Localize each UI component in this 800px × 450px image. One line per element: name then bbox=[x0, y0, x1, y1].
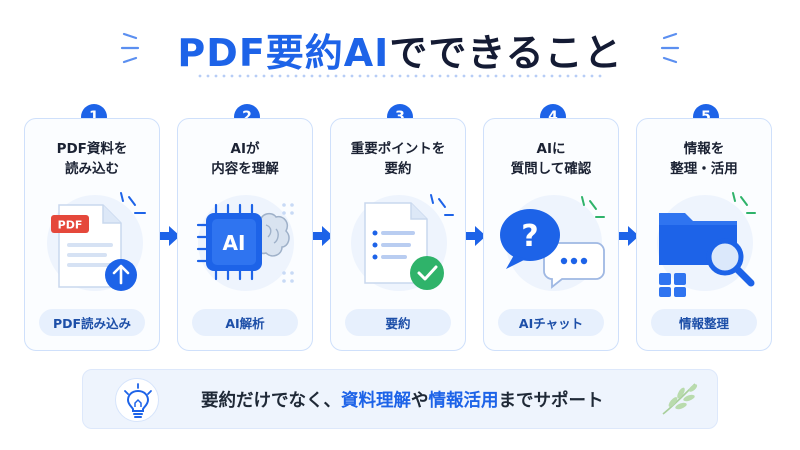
title-accent: PDF要約AI bbox=[177, 31, 390, 75]
step-4-title: AIに 質問して確認 bbox=[488, 139, 614, 179]
document-check-icon bbox=[351, 194, 454, 291]
arrow-right-icon bbox=[466, 226, 486, 246]
page-title: PDF要約AIでできること bbox=[0, 22, 800, 77]
step-5-title: 情報を 整理・活用 bbox=[641, 139, 767, 179]
step-4-title-line2: 質問して確認 bbox=[510, 161, 592, 177]
footer-highlight-1: 資料理解 bbox=[341, 390, 411, 411]
sparkle-left-icon bbox=[120, 32, 140, 64]
step-5-title-line2: 整理・活用 bbox=[670, 161, 738, 177]
title-area: PDF要約AIでできること bbox=[0, 14, 800, 77]
step-card-2: AIが 内容を理解 AI AI解析 bbox=[177, 118, 313, 351]
arrow-right-icon bbox=[160, 226, 180, 246]
pdf-upload-icon: PDF bbox=[47, 192, 146, 291]
step-1-title: PDF資料を 読み込む bbox=[29, 139, 155, 179]
step-5-label: 情報整理 bbox=[651, 309, 757, 336]
arrow-right-icon bbox=[313, 226, 333, 246]
question-chat-icon: ? bbox=[500, 195, 605, 291]
step-card-4: AIに 質問して確認 ? AIチャット bbox=[483, 118, 619, 351]
ai-chip-text: AI bbox=[223, 231, 246, 255]
step-3-label: 要約 bbox=[345, 309, 451, 336]
footer-text-a: 要約だけでなく、 bbox=[201, 390, 341, 411]
step-5-title-line1: 情報を bbox=[683, 141, 725, 157]
question-mark-text: ? bbox=[521, 219, 538, 254]
footer-text-c: までサポート bbox=[498, 390, 604, 411]
step-2-title-line2: 内容を理解 bbox=[211, 161, 279, 177]
folder-search-icon bbox=[657, 192, 756, 297]
footer-banner: 要約だけでなく、資料理解や情報活用までサポート bbox=[82, 369, 718, 429]
footer-highlight-2: 情報活用 bbox=[428, 390, 499, 411]
step-2-title: AIが 内容を理解 bbox=[182, 139, 308, 179]
step-3-title-line1: 重要ポイントを bbox=[350, 141, 446, 157]
step-2-label: AI解析 bbox=[192, 309, 298, 336]
lightbulb-icon-wrap bbox=[115, 378, 159, 422]
title-dotted-divider bbox=[198, 74, 602, 78]
sparkle-right-icon bbox=[660, 32, 680, 64]
step-card-5: 情報を 整理・活用 情報整理 bbox=[636, 118, 772, 351]
ai-chip-brain-icon: AI bbox=[196, 195, 294, 291]
pdf-tag-text: PDF bbox=[58, 219, 83, 232]
step-4-title-line1: AIに bbox=[536, 141, 566, 157]
step-4-label: AIチャット bbox=[498, 309, 604, 336]
step-2-title-line1: AIが bbox=[230, 141, 260, 157]
footer-text-b: や bbox=[411, 390, 429, 411]
title-rest: でできること bbox=[389, 31, 623, 75]
footer-message: 要約だけでなく、資料理解や情報活用までサポート bbox=[201, 370, 604, 428]
arrow-right-icon bbox=[619, 226, 639, 246]
step-3-title-line2: 要約 bbox=[384, 161, 412, 177]
step-card-1: PDF資料を 読み込む PDF PDF読み込み bbox=[24, 118, 160, 351]
step-3-title: 重要ポイントを 要約 bbox=[335, 139, 461, 179]
step-card-3: 重要ポイントを 要約 要約 bbox=[330, 118, 466, 351]
leaf-decoration-icon bbox=[662, 383, 698, 415]
step-1-title-line1: PDF資料を bbox=[56, 141, 128, 157]
step-1-label: PDF読み込み bbox=[39, 309, 145, 336]
lightbulb-icon bbox=[124, 383, 152, 418]
step-1-title-line2: 読み込む bbox=[65, 161, 119, 177]
